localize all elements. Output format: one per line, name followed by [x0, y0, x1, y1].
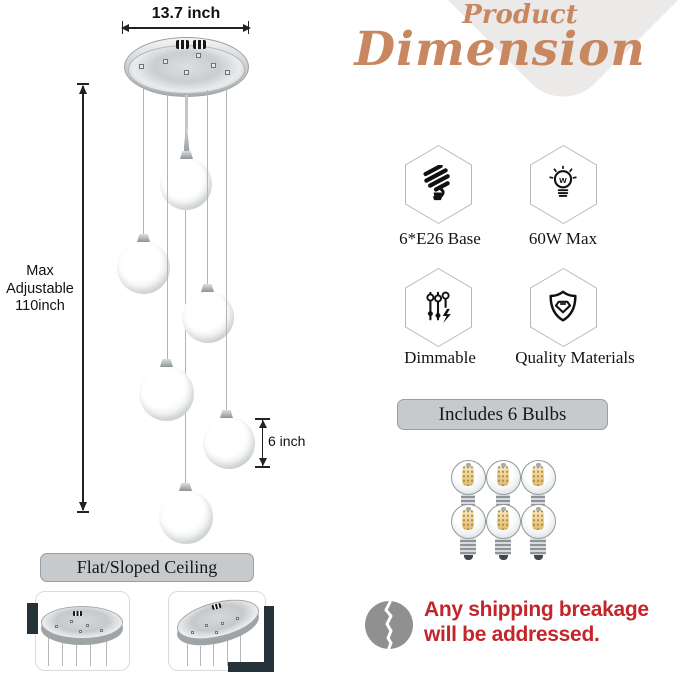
max-height-label: Max Adjustable 110inch — [0, 263, 80, 316]
glass-globe-3 — [182, 291, 234, 343]
arrow-down-icon — [258, 458, 267, 466]
corner-bracket-left — [27, 603, 38, 634]
shipping-note-line2: will be addressed. — [424, 623, 600, 646]
pendant-rod — [185, 95, 188, 130]
bulbs-image — [447, 452, 559, 572]
arrow-up-icon — [258, 420, 267, 428]
glass-globe-6 — [159, 490, 213, 544]
cracked-circle-icon — [365, 600, 413, 650]
width-tick-right — [247, 21, 249, 34]
pendant-wire — [167, 92, 169, 359]
feature-label-60w: 60W Max — [528, 229, 598, 248]
bulb-screw — [460, 538, 476, 555]
corner-bracket-right-h — [228, 662, 274, 672]
feature-hex-quality — [530, 268, 597, 347]
svg-text:w: w — [558, 175, 567, 186]
globe-cap — [180, 151, 193, 159]
feature-label-quality: Quality Materials — [515, 348, 635, 367]
corner-bracket-right-v — [264, 606, 274, 672]
bulb-screw — [530, 538, 546, 555]
width-dimension-line — [126, 27, 246, 29]
includes-bulbs-badge: Includes 6 Bulbs — [397, 399, 608, 430]
bulb-screw — [496, 494, 510, 506]
shield-gem-icon — [549, 290, 577, 322]
dimmer-sliders-icon — [426, 291, 451, 324]
canopy-screw — [184, 70, 189, 75]
feature-label-dimmable: Dimmable — [404, 348, 476, 367]
flat-canopy — [41, 606, 123, 639]
bulb-screw — [495, 538, 511, 555]
globe-cap — [137, 234, 150, 242]
title-dimension: Dimension — [354, 22, 646, 77]
width-dimension-label: 13.7 inch — [151, 5, 221, 22]
glass-globe-4 — [139, 366, 194, 421]
canopy-screw — [211, 63, 216, 68]
feature-hex-e26 — [405, 145, 472, 224]
glass-globe-5 — [203, 417, 255, 469]
feature-label-e26: 6*E26 Base — [399, 229, 481, 248]
canopy-screw — [225, 70, 230, 75]
cfl-bulb-icon — [423, 165, 450, 201]
pendant-wire — [226, 88, 228, 410]
canopy-screw — [196, 53, 201, 58]
glass-globe-2 — [117, 241, 170, 294]
spacing-dimension-line — [261, 420, 264, 466]
bulb-screw — [531, 494, 545, 506]
arrow-left-icon — [121, 23, 129, 32]
width-tick-left — [121, 21, 123, 34]
title-product: Product — [462, 0, 578, 30]
canopy-vent-mark — [176, 40, 189, 49]
arrow-down-icon — [79, 502, 87, 511]
globe-cap — [220, 410, 233, 418]
height-tick-bottom — [77, 511, 89, 513]
pendant-rod-cone — [183, 128, 190, 152]
canopy-screw — [139, 64, 144, 69]
globe-cap — [160, 359, 173, 367]
canopy-vent-mark — [193, 40, 206, 49]
feature-hex-60w: w — [530, 145, 597, 224]
max-height-line3: 110inch — [15, 298, 65, 314]
height-tick-top — [77, 83, 89, 85]
pendant-wire — [185, 95, 187, 483]
spacing-tick-bottom — [255, 466, 270, 468]
canopy-screw — [163, 59, 168, 64]
shipping-note: Any shipping breakage will be addressed. — [424, 597, 679, 647]
shipping-note-line1: Any shipping breakage — [424, 598, 649, 621]
max-height-line2: Adjustable — [6, 280, 74, 297]
glass-globe-1 — [160, 158, 212, 210]
pendant-wire — [143, 88, 145, 234]
bulb-screw — [461, 494, 475, 506]
arrow-up-icon — [79, 85, 87, 94]
spacing-tick-top — [255, 418, 270, 420]
globe-cap — [179, 483, 192, 491]
bulb-watt-icon: w — [549, 165, 577, 197]
ceiling-type-badge: Flat/Sloped Ceiling — [40, 553, 254, 582]
globe-cap — [201, 284, 214, 292]
max-height-line1: Max — [26, 263, 54, 279]
spacing-label: 6 inch — [268, 433, 306, 449]
pendant-wire — [207, 90, 209, 284]
height-dimension-line — [82, 86, 84, 510]
feature-hex-dimmable — [405, 268, 472, 347]
arrow-right-icon — [243, 23, 251, 32]
